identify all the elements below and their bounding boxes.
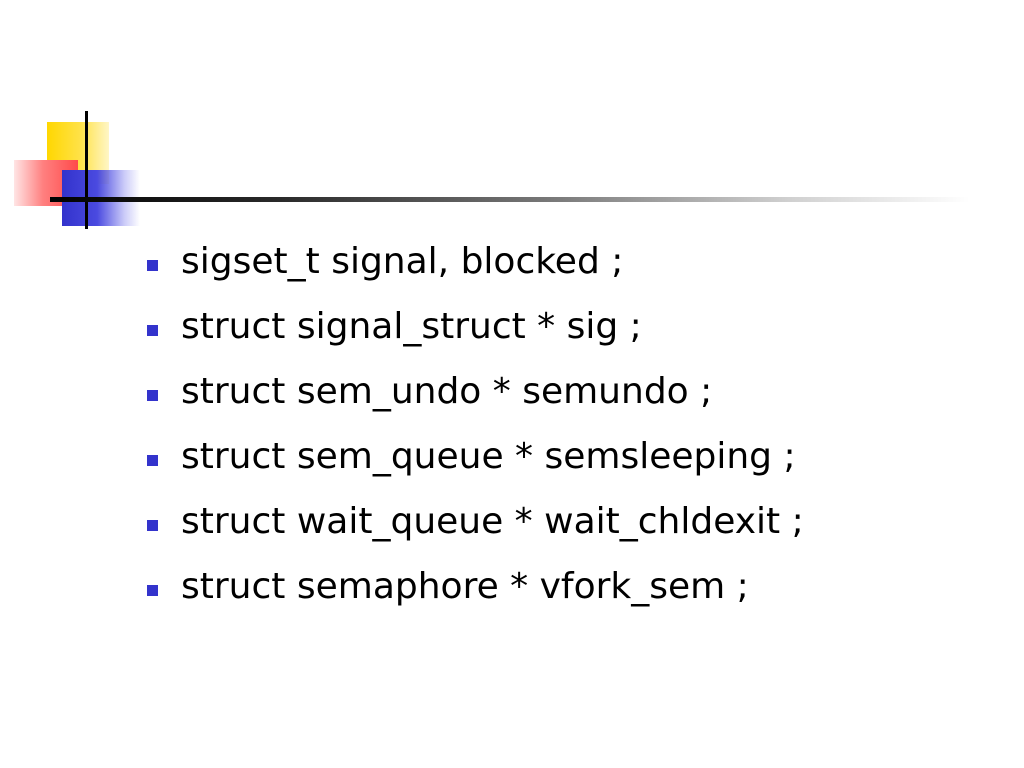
bullet-item: sigset_t signal, blocked ; [145, 236, 804, 301]
bullet-text: struct sem_queue * semsleeping ; [181, 436, 796, 477]
bullet-text: struct semaphore * vfork_sem ; [181, 566, 749, 607]
title-divider-line [50, 197, 970, 202]
bullet-text: struct sem_undo * semundo ; [181, 371, 713, 412]
bullet-item: struct sem_undo * semundo ; [145, 366, 804, 431]
square-bullet-icon [147, 585, 158, 596]
bullet-text: sigset_t signal, blocked ; [181, 241, 624, 282]
square-bullet-icon [147, 325, 158, 336]
square-bullet-icon [147, 455, 158, 466]
bullet-list: sigset_t signal, blocked ; struct signal… [145, 236, 804, 626]
bullet-text: struct signal_struct * sig ; [181, 306, 642, 347]
square-bullet-icon [147, 260, 158, 271]
bullet-item: struct sem_queue * semsleeping ; [145, 431, 804, 496]
bullet-item: struct semaphore * vfork_sem ; [145, 561, 804, 626]
bullet-item: struct wait_queue * wait_chldexit ; [145, 496, 804, 561]
decor-vertical-line [85, 111, 88, 229]
bullet-text: struct wait_queue * wait_chldexit ; [181, 501, 804, 542]
square-bullet-icon [147, 520, 158, 531]
bullet-item: struct signal_struct * sig ; [145, 301, 804, 366]
square-bullet-icon [147, 390, 158, 401]
